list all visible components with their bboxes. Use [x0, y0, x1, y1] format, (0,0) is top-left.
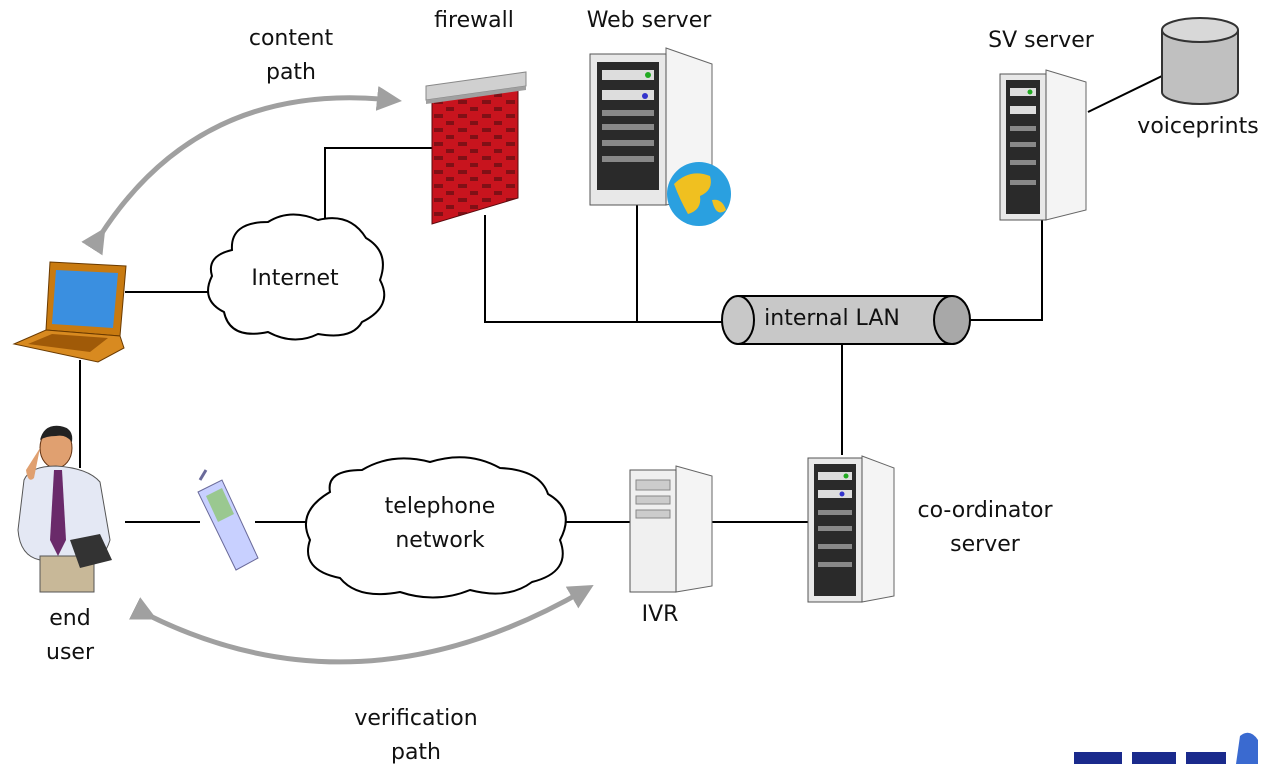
firewall-to-lan-line [484, 215, 722, 323]
verification-path-label-line1: verification [354, 706, 478, 731]
content-path-arrow [81, 86, 402, 256]
internet-label: Internet [251, 266, 339, 291]
connection-lines [79, 75, 1163, 523]
laptop-icon [12, 261, 127, 363]
sv-server-icon [999, 69, 1087, 221]
globe-icon [667, 162, 731, 226]
content-path-label-line1: content [248, 26, 334, 51]
voiceprints-label: voiceprints [1137, 114, 1259, 139]
firewall-icon [425, 71, 527, 225]
internet-to-firewall-line [324, 147, 432, 222]
coordinator-label-line2: server [950, 532, 1020, 557]
verification-path-arrow [129, 585, 594, 665]
ivr-label: IVR [641, 602, 679, 627]
sv-server-label: SV server [988, 28, 1094, 53]
end-user-label-line2: user [46, 640, 94, 665]
firewall-label: firewall [434, 8, 514, 33]
cloud-icon-telephone [305, 456, 567, 599]
coordinator-server-icon [807, 455, 895, 603]
ivr-server-icon [629, 465, 713, 593]
lan-to-sv-line [970, 218, 1043, 321]
web-server-label: Web server [586, 8, 712, 33]
verification-path-label-line2: path [390, 740, 441, 765]
end-user-label: end user [30, 602, 110, 670]
person-icon [17, 425, 112, 593]
end-user-label-line1: end [49, 606, 91, 631]
bt-logo [1074, 732, 1258, 764]
cloud-icon-internet [207, 213, 386, 341]
database-icon [1161, 17, 1239, 105]
coordinator-server-label: co-ordinator server [900, 494, 1070, 562]
content-path-label-line2: path [265, 60, 316, 85]
internal-lan-label: internal LAN [764, 306, 900, 331]
content-path-label: content path [236, 22, 346, 90]
sv-to-db-line [1087, 75, 1163, 113]
lan-tube-icon [721, 295, 971, 345]
telephone-network-label-line2: network [395, 528, 485, 553]
telephone-network-label: telephone network [360, 490, 520, 558]
verification-path-label: verification path [336, 702, 496, 770]
mobile-phone-icon [197, 469, 259, 571]
telephone-network-label-line1: telephone [384, 494, 496, 519]
coordinator-label-line1: co-ordinator [917, 498, 1053, 523]
